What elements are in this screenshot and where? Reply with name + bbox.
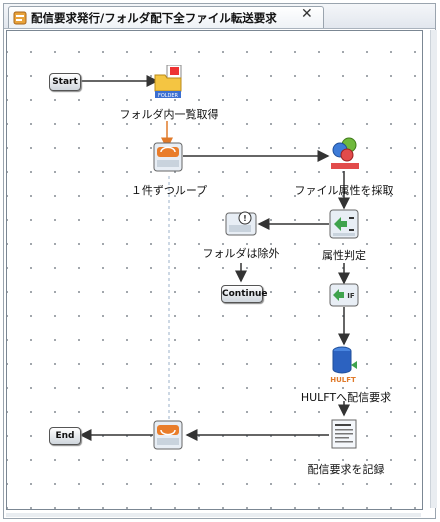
tab-bar: 配信要求発行/フォルダ配下全ファイル転送要求 ✕ xyxy=(4,4,435,29)
folder-skip-label: フォルダは除外 xyxy=(202,247,280,260)
close-icon[interactable]: ✕ xyxy=(301,6,313,22)
hulft-label: HULFTへ配信要求 xyxy=(300,391,392,404)
attr-check-label: 属性判定 xyxy=(322,249,366,262)
flow-icon xyxy=(13,11,27,24)
folder-list-label: フォルダ内一覧取得 xyxy=(119,108,219,121)
flow-connectors xyxy=(79,75,350,441)
loop-start-icon[interactable] xyxy=(153,142,183,172)
if-icon[interactable]: IF xyxy=(329,283,359,307)
condition-icon[interactable]: ! xyxy=(225,209,257,239)
cond-mark-text: ! xyxy=(243,214,247,223)
vertical-scrollbar[interactable] xyxy=(430,30,437,508)
record-icon[interactable] xyxy=(330,419,358,449)
flow-canvas[interactable]: Start FOLDER フォルダ内一覧取得 １件ずつループ ファイル属性を採取… xyxy=(6,30,423,510)
end-node[interactable]: End xyxy=(49,427,81,445)
tab-flow[interactable]: 配信要求発行/フォルダ配下全ファイル転送要求 xyxy=(8,6,324,28)
attr-check-icon[interactable] xyxy=(329,209,359,239)
record-label: 配信要求を記録 xyxy=(307,463,385,476)
continue-node[interactable]: Continue xyxy=(221,285,268,303)
horizontal-scrollbar[interactable] xyxy=(6,513,421,517)
loop-end-icon[interactable] xyxy=(153,420,183,450)
attr-get-label: ファイル属性を採取 xyxy=(294,184,394,197)
hulft-icon[interactable]: HULFT xyxy=(327,345,361,385)
if-mark-text: IF xyxy=(347,292,355,300)
folder-badge-text: FOLDER xyxy=(158,93,179,99)
tab-title: 配信要求発行/フォルダ配下全ファイル転送要求 xyxy=(31,10,277,25)
loop-label: １件ずつループ xyxy=(130,184,208,197)
folder-list-icon[interactable]: FOLDER xyxy=(153,65,185,99)
attr-get-icon[interactable] xyxy=(329,136,361,170)
hulft-badge-text: HULFT xyxy=(330,376,356,384)
start-node[interactable]: Start xyxy=(49,73,81,91)
